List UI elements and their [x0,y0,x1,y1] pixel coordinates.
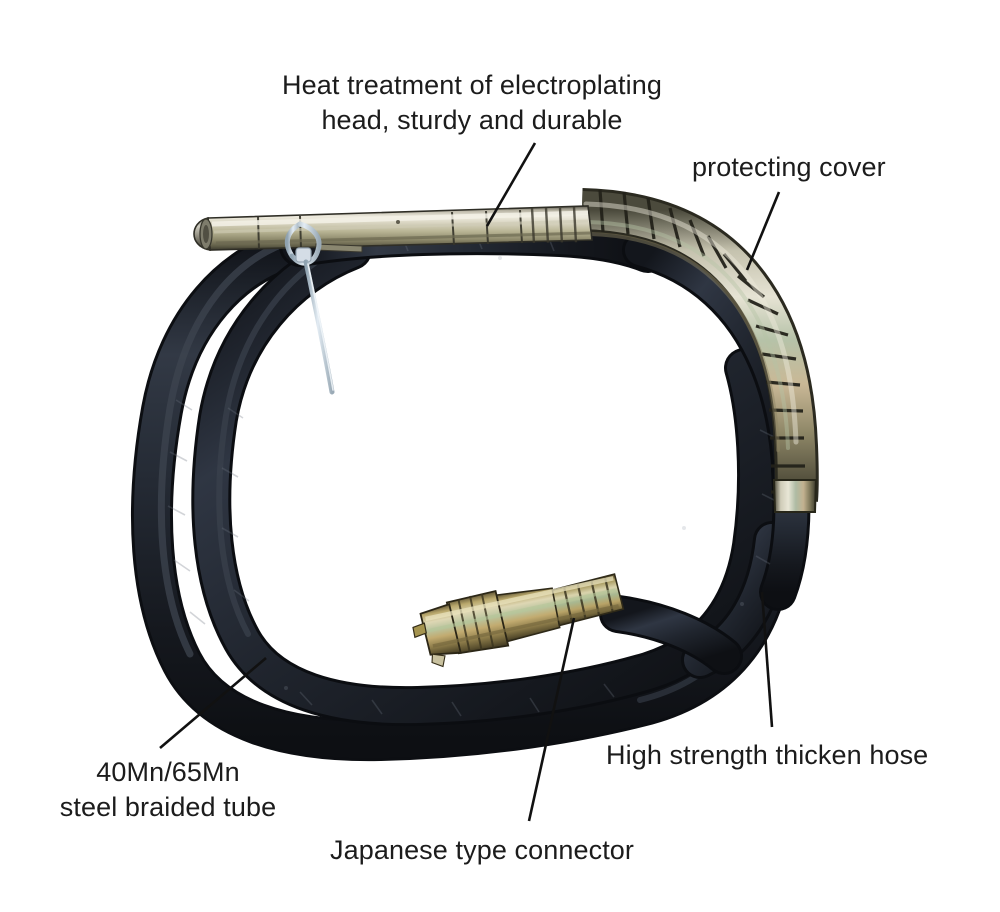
zip-tie [284,221,335,395]
japanese-type-connector [412,573,625,668]
leader-line-head [485,142,537,227]
spiral-protecting-cover [581,188,819,513]
japanese-connector-label: Japanese type connector [330,835,635,865]
protecting-cover-label: protecting cover [692,152,886,182]
leader-line-hose [760,591,774,728]
leader-line-connector [527,617,576,822]
steel-braided-tube-label: 40Mn/65Mn steel braided tube [59,757,277,822]
leader-line-cover [745,191,781,271]
heat-treatment-head-label: Heat treatment of electroplating head, s… [282,70,662,135]
vibrator-head [193,205,593,253]
leader-line-tube [159,657,267,749]
high-strength-hose-label: High strength thicken hose [606,740,929,770]
